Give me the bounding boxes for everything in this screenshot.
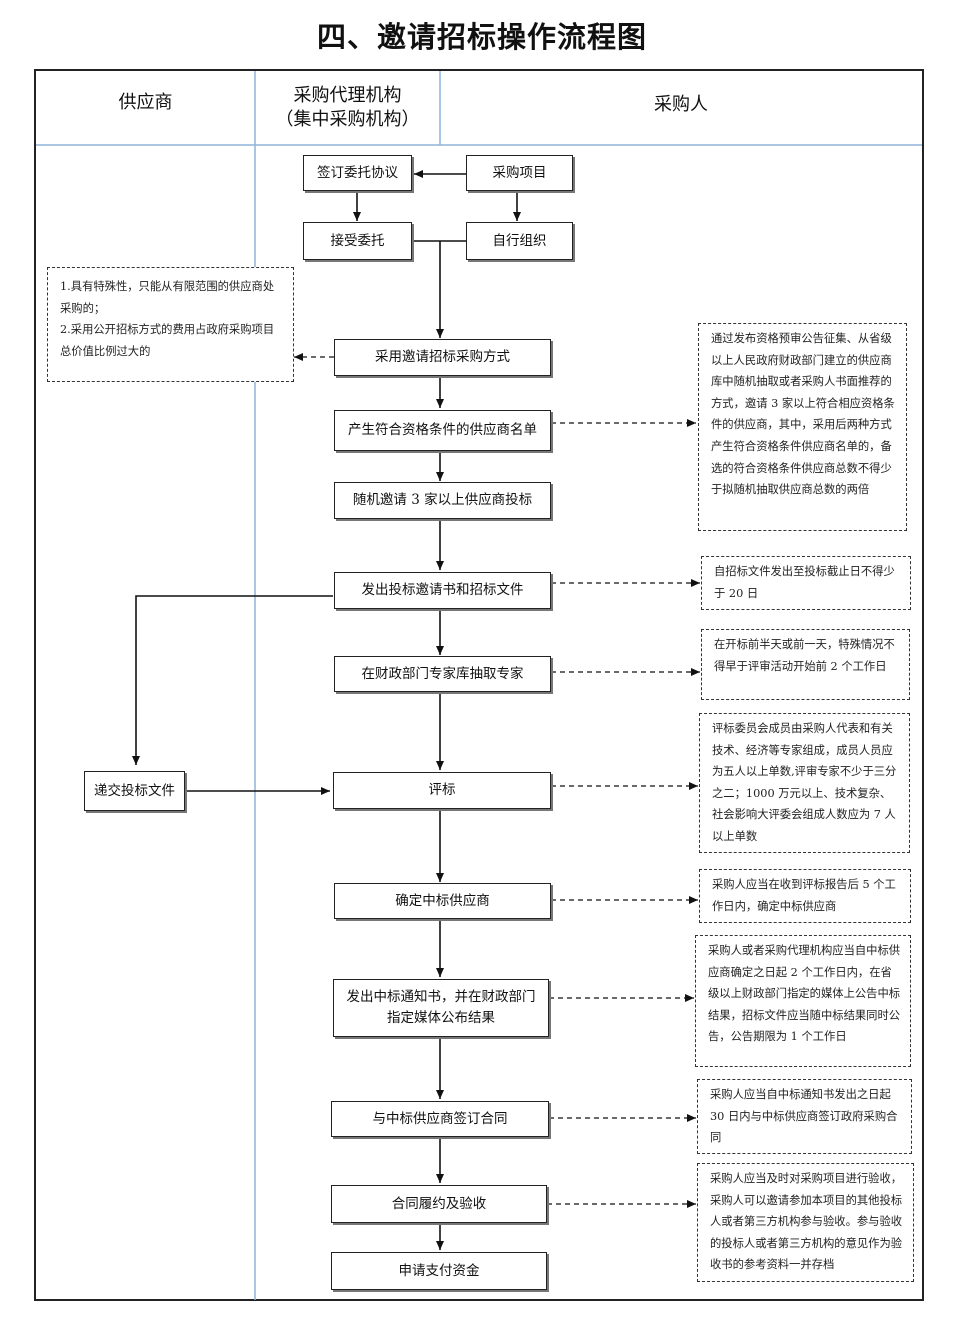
step-perform-accept: 合同履约及验收: [331, 1185, 547, 1223]
note-evaluation-committee: 评标委员会成员由采购人代表和有关技术、经济等专家组成，成员人员应为五人以上单数,…: [699, 713, 910, 853]
lane-supplier-label: 供应商: [118, 92, 173, 113]
note-result-announcement: 采购人或者采购代理机构应当自中标供应商确定之日起 2 个工作日内，在省级以上财政…: [695, 935, 911, 1067]
lane-header-agency: 采购代理机构 （集中采购机构）: [255, 84, 440, 132]
lane-header-supplier: 供应商: [36, 91, 255, 115]
step-issue-invitation: 发出投标邀请书和招标文件: [334, 572, 551, 609]
flowchart-frame: [34, 69, 924, 1301]
step-self-organize: 自行组织: [466, 222, 573, 260]
step-produce-list: 产生符合资格条件的供应商名单: [334, 410, 551, 451]
step-purchase-project: 采购项目: [466, 155, 573, 191]
step-sign-agreement: 签订委托协议: [303, 155, 412, 191]
step-determine-winner: 确定中标供应商: [334, 883, 551, 919]
step-accept-entrust: 接受委托: [303, 222, 412, 260]
step-submit-bids: 递交投标文件: [84, 771, 185, 811]
step-random-invite: 随机邀请 3 家以上供应商投标: [334, 482, 551, 519]
note-winner-determination: 采购人应当在收到评标报告后 5 个工作日内，确定中标供应商: [699, 869, 911, 923]
step-notify-announce: 发出中标通知书，并在财政部门 指定媒体公布结果: [333, 979, 549, 1037]
note-condition-1: 1.具有特殊性，只能从有限范围的供应商处采购的；: [60, 280, 275, 315]
note-contract-time: 采购人应当自中标通知书发出之日起 30 日内与中标供应商签订政府采购合同: [697, 1079, 912, 1154]
lane-header-purchaser: 采购人: [440, 93, 922, 117]
step-evaluate: 评标: [333, 772, 551, 809]
note-expert-extraction-time: 在开标前半天或前一天，特殊情况不得早于评审活动开始前 2 个工作日: [701, 629, 910, 700]
step-adopt-method: 采用邀请招标采购方式: [334, 339, 551, 376]
step-extract-experts: 在财政部门专家库抽取专家: [334, 656, 551, 692]
note-acceptance: 采购人应当及时对采购项目进行验收，采购人可以邀请参加本项目的其他投标人或者第三方…: [697, 1163, 914, 1282]
lane-agency-sublabel: （集中采购机构）: [275, 109, 420, 130]
note-bid-period: 自招标文件发出至投标截止日不得少于 20 日: [701, 556, 911, 610]
page-title: 四、邀请招标操作流程图: [316, 20, 647, 54]
note-condition-2: 2.采用公开招标方式的费用占政府采购项目总价值比例过大的: [60, 323, 275, 358]
note-qualification-method: 通过发布资格预审公告征集、从省级以上人民政府财政部门建立的供应商库中随机抽取或者…: [698, 323, 907, 531]
step-notify-line1: 发出中标通知书，并在财政部门: [346, 989, 536, 1005]
note-invite-conditions: 1.具有特殊性，只能从有限范围的供应商处采购的； 2.采用公开招标方式的费用占政…: [47, 267, 294, 382]
lane-agency-label: 采购代理机构: [293, 85, 402, 106]
step-notify-line2: 指定媒体公布结果: [387, 1010, 495, 1026]
lane-purchaser-label: 采购人: [654, 94, 708, 115]
step-apply-payment: 申请支付资金: [331, 1252, 547, 1290]
step-sign-contract: 与中标供应商签订合同: [331, 1101, 549, 1137]
